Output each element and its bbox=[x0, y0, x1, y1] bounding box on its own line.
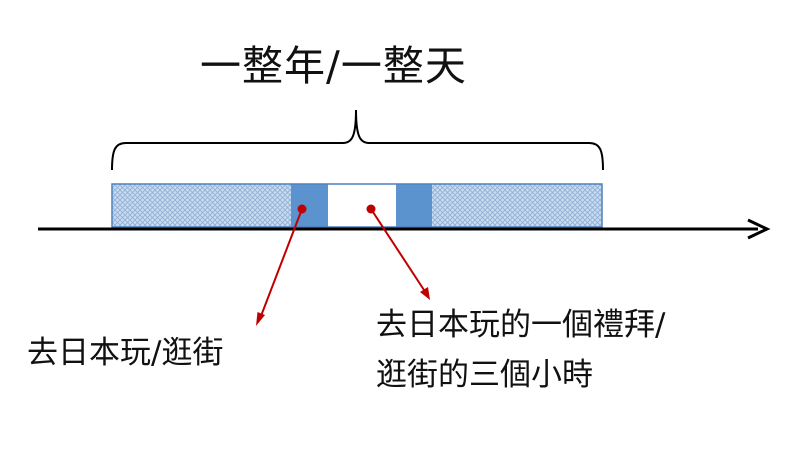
trip-block-right bbox=[396, 184, 432, 227]
caption-week-hours: 去日本玩的一個禮拜/ 逛街的三個小時 bbox=[376, 300, 665, 400]
caption-week-line: 去日本玩的一個禮拜/ bbox=[376, 307, 666, 343]
time-axis-arrowhead bbox=[747, 218, 771, 240]
pointer-line-left bbox=[260, 208, 303, 317]
diagram-title: 一整年/一整天 bbox=[200, 42, 467, 90]
pointer-arrowhead-right bbox=[420, 287, 430, 300]
caption-hours-line: 逛街的三個小時 bbox=[376, 357, 593, 393]
span-brace bbox=[111, 109, 604, 171]
pointer-line-right bbox=[370, 208, 425, 291]
focus-window bbox=[328, 184, 396, 227]
pointer-arrowhead-left bbox=[256, 312, 265, 326]
period-bar-border bbox=[111, 183, 603, 228]
caption-trip-shopping: 去日本玩/逛街 bbox=[27, 335, 224, 371]
